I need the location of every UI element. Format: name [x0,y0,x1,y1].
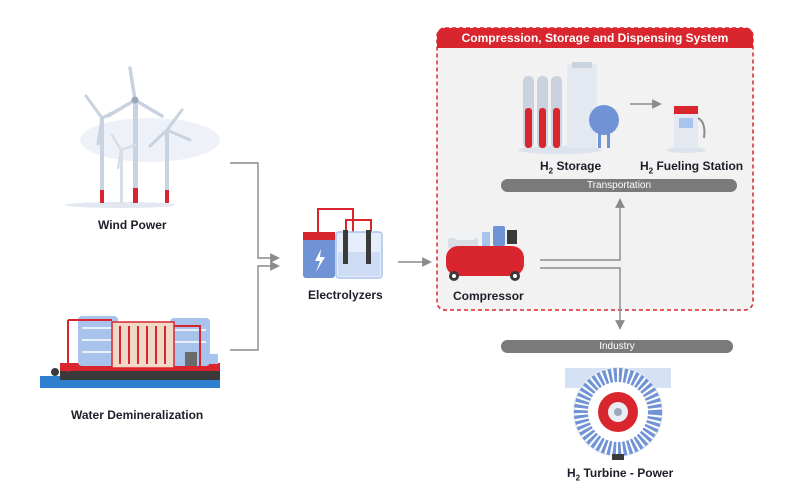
wind-to-electrolyzer-arrow [230,162,280,263]
wind-power-label: Wind Power [98,218,167,232]
turbine-icon [565,367,671,460]
industry-bar-label: Industry [599,341,635,352]
h2-turbine-power-label: H2 Turbine - Power [567,466,674,483]
transportation-bar [501,179,737,192]
h2-fueling-station-label: H2 Fueling Station [640,159,744,176]
transportation-bar-label: Transportation [586,180,652,191]
compressor-to-transport-arrow [540,198,625,261]
system-title: Compression, Storage and Dispensing Syst… [461,31,729,45]
water-to-electrolyzer-arrow [230,261,280,351]
connector-arrows [230,99,662,351]
wind-turbine-icon [65,66,220,208]
compressor-label: Compressor [453,289,524,303]
industry-bar [501,340,733,353]
fuel-pump-icon [666,106,706,153]
water-plant-icon [40,316,220,388]
hydrogen-tanks-icon [518,62,619,154]
compressor-icon [446,226,524,281]
water-demineralization-label: Water Demineralization [71,408,204,422]
h2-storage-label: H2 Storage [540,159,602,176]
compressor-to-industry-arrow [540,267,625,330]
system-title-bar [437,28,753,48]
electrolyzer-icon [303,208,383,279]
electrolyzers-label: Electrolyzers [308,288,383,302]
